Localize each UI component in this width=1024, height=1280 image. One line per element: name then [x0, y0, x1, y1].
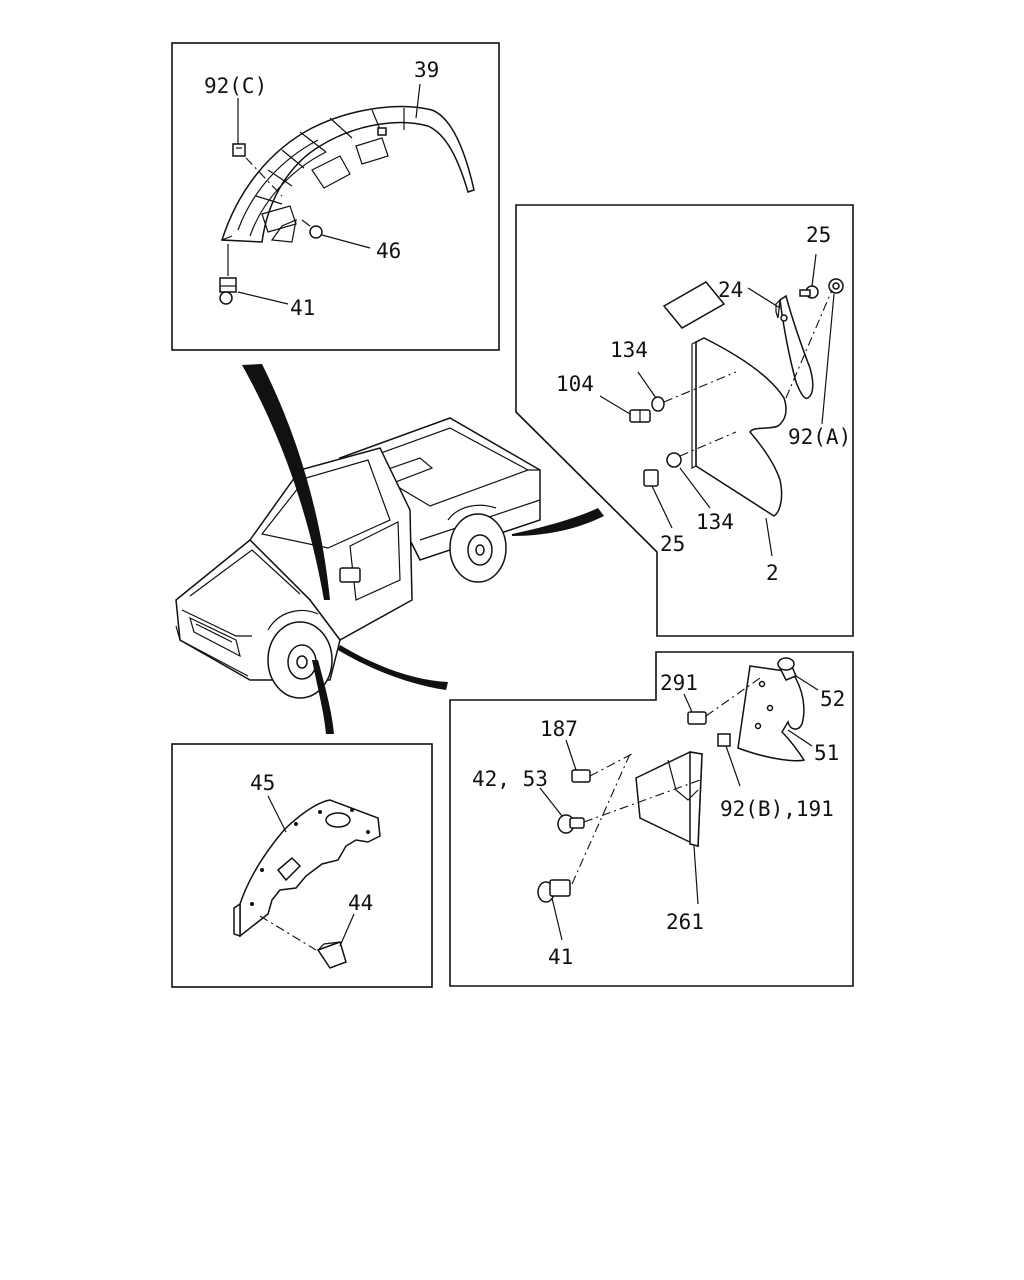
leader-2	[765, 517, 773, 557]
label-25-top: 25	[806, 223, 831, 247]
callout-wedge-flap-front	[338, 645, 448, 690]
part-bolt-291	[687, 711, 707, 725]
part-bolt-25b	[643, 469, 659, 487]
panel-mudflap	[515, 204, 854, 637]
leader-187	[565, 739, 577, 771]
label-134-upper: 134	[610, 338, 648, 362]
leader-92a	[821, 293, 835, 425]
centerline-92c	[245, 157, 283, 197]
part-bolt-25a	[799, 285, 819, 299]
leader-92b191	[725, 745, 741, 787]
part-plate-134	[662, 281, 726, 329]
label-52: 52	[820, 687, 845, 711]
centerline-92a	[785, 289, 833, 399]
part-bolt-104	[629, 409, 651, 423]
callout-wedge-mudflap	[512, 508, 604, 536]
label-41-top: 41	[290, 296, 315, 320]
leader-4253	[539, 787, 563, 817]
part-washer-134a	[651, 396, 665, 412]
leader-51	[787, 729, 813, 747]
leader-44	[339, 913, 355, 947]
centerline-291	[705, 677, 761, 717]
label-46: 46	[376, 239, 401, 263]
label-291: 291	[660, 671, 698, 695]
panel-frame	[171, 42, 500, 351]
leader-45	[267, 795, 287, 833]
label-42-53: 42, 53	[472, 767, 548, 791]
label-187: 187	[540, 717, 578, 741]
label-134-lower: 134	[696, 510, 734, 534]
part-mudflap-261	[635, 751, 703, 848]
label-92a: 92(A)	[788, 425, 851, 449]
leader-52	[795, 675, 819, 691]
label-41-bottom: 41	[548, 945, 573, 969]
label-44: 44	[348, 891, 373, 915]
label-104: 104	[556, 372, 594, 396]
leader-25a	[811, 253, 817, 287]
label-39: 39	[414, 58, 439, 82]
part-splash-shield-45	[233, 799, 381, 938]
leader-24	[747, 287, 781, 309]
part-clip-44	[316, 941, 347, 969]
panel-front-mudflap	[449, 651, 854, 987]
part-screw-46	[301, 219, 323, 239]
label-25-lower: 25	[660, 532, 685, 556]
label-92b-191: 92(B),191	[720, 797, 834, 821]
panel-fender-liner	[171, 42, 500, 351]
label-24: 24	[718, 278, 743, 302]
label-45: 45	[250, 771, 275, 795]
centerline-4253	[583, 779, 701, 823]
panel-frame	[449, 651, 854, 987]
label-51: 51	[814, 741, 839, 765]
centerline-104	[663, 371, 737, 403]
centerline-44	[259, 915, 317, 951]
part-clip-41a	[219, 244, 237, 305]
part-clip-92b191	[717, 733, 731, 747]
panel-frame	[515, 204, 854, 637]
leader-25b	[651, 485, 673, 529]
centerline-41b	[571, 753, 631, 885]
part-bracket-24	[775, 294, 814, 400]
callout-wedge-splash	[312, 660, 334, 734]
leader-39	[415, 83, 421, 119]
leader-104	[599, 395, 631, 415]
leader-46	[321, 234, 371, 249]
label-2: 2	[766, 561, 779, 585]
label-92c: 92(C)	[204, 74, 267, 98]
wheel-rear	[449, 513, 507, 583]
part-clip-52	[776, 657, 797, 681]
part-bolt-4253	[557, 814, 585, 834]
part-clip-92c	[232, 143, 246, 157]
part-clip-41b	[537, 879, 571, 903]
part-nut-92a	[828, 278, 844, 294]
centerline-187	[589, 753, 633, 777]
truck-illustration	[175, 417, 541, 699]
leader-261	[693, 845, 699, 905]
part-bracket-51	[737, 665, 806, 762]
panel-splash-shield	[171, 743, 433, 988]
callout-wedge-liner	[242, 364, 330, 600]
part-washer-134b	[666, 452, 682, 468]
leader-291	[683, 693, 693, 713]
label-261: 261	[666, 910, 704, 934]
leader-41b	[551, 897, 563, 941]
panel-frame	[171, 743, 433, 988]
leader-134b	[679, 467, 711, 509]
part-bolt-187	[571, 769, 591, 783]
part-fender-liner	[220, 105, 475, 243]
part-mudflap-2	[691, 337, 787, 517]
leader-134a	[637, 371, 657, 399]
leader-41a	[237, 291, 289, 305]
